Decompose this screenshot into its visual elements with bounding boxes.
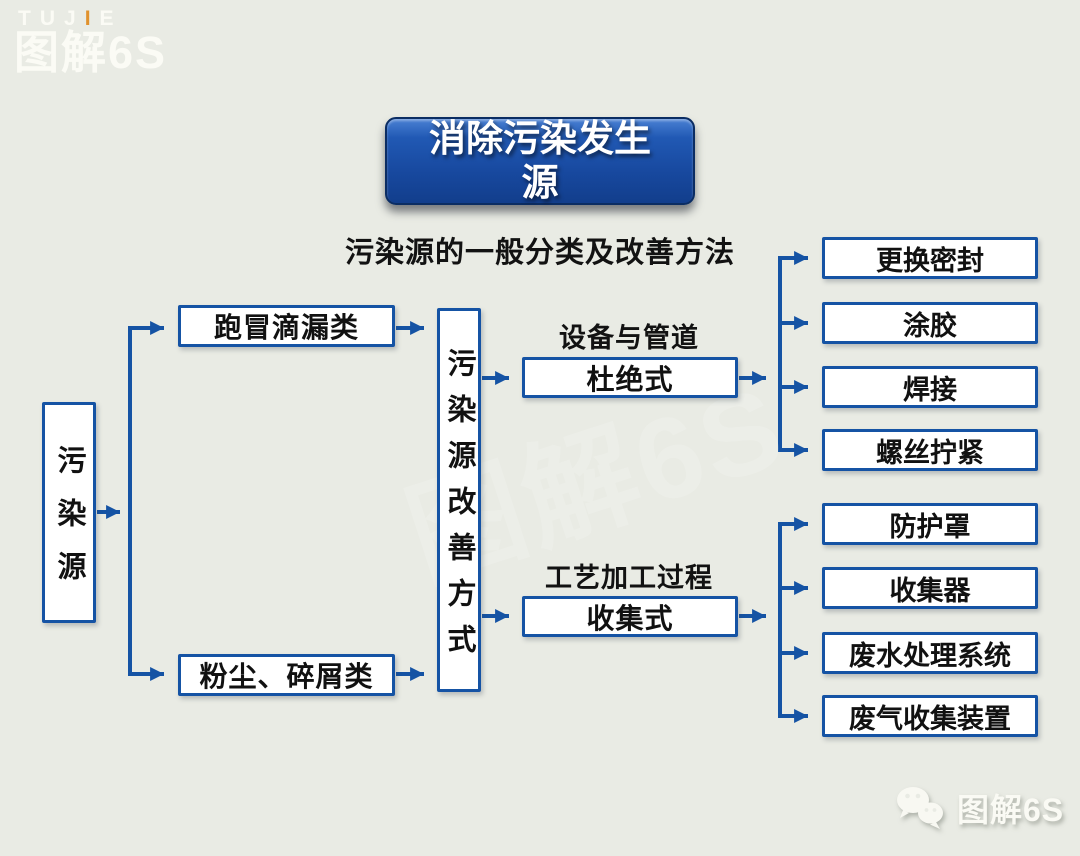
page-title: 消除污染发生源 <box>429 118 651 203</box>
subtitle: 污染源的一般分类及改善方法 <box>344 237 735 269</box>
node-label: 污染源 <box>53 445 85 604</box>
action-replace-seal: 更换密封 <box>822 237 1038 279</box>
wechat-account-name: 图解6S <box>957 792 1065 828</box>
action-weld: 焊接 <box>822 366 1038 408</box>
action-protective-cover: 防护罩 <box>822 503 1038 545</box>
node-pollution-source: 污染源 <box>42 402 96 623</box>
node-improvement-hub: 污染源改善方式 <box>437 308 481 692</box>
node-leak-category: 跑冒滴漏类 <box>178 305 395 347</box>
brand-logo-name: 图解6S <box>14 27 168 78</box>
node-dust-category: 粉尘、碎屑类 <box>178 654 395 696</box>
action-collector: 收集器 <box>822 567 1038 609</box>
title-badge: 消除污染发生源 <box>385 117 695 205</box>
node-label: 污染源改善方式 <box>443 347 475 670</box>
wechat-icon <box>897 787 943 829</box>
label-equipment-pipeline: 设备与管道 <box>559 323 699 353</box>
brand-logo-latin: TUJIE <box>18 7 123 30</box>
wechat-badge: 图解6S <box>893 783 1064 833</box>
logo-accent-letter: I <box>84 7 100 30</box>
action-exhaust-collection: 废气收集装置 <box>822 695 1038 737</box>
action-wastewater-system: 废水处理系统 <box>822 632 1038 674</box>
action-tighten-screws: 螺丝拧紧 <box>822 429 1038 471</box>
brand-logo: TUJIE 图解6S <box>14 8 167 76</box>
action-glue: 涂胶 <box>822 302 1038 344</box>
label-process-machining: 工艺加工过程 <box>545 563 713 593</box>
node-prevention-method: 杜绝式 <box>522 357 738 398</box>
node-collection-method: 收集式 <box>522 596 738 637</box>
